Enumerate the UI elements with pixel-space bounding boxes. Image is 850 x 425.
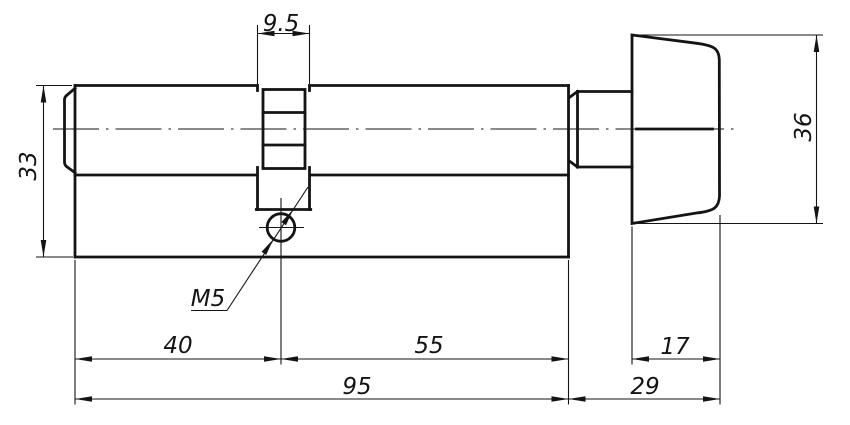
dim-label-55: 55 bbox=[414, 333, 443, 359]
dim-label-17: 17 bbox=[660, 334, 690, 360]
cam-follower bbox=[261, 88, 307, 170]
dim-label-29: 29 bbox=[630, 374, 659, 400]
extension-lines bbox=[36, 25, 823, 405]
dimension-labels: 9.5 33 36 40 55 17 95 29 M5 bbox=[16, 11, 817, 400]
cylinder-body-outline bbox=[63, 84, 570, 259]
dim-label-95: 95 bbox=[342, 374, 371, 400]
dim-label-cam-width: 9.5 bbox=[263, 11, 300, 37]
m5-leader bbox=[191, 186, 309, 312]
dim-label-knob-height: 36 bbox=[791, 112, 817, 141]
cam-slot bbox=[254, 84, 313, 211]
thread-callout-label: M5 bbox=[191, 286, 225, 312]
m5-hole bbox=[259, 198, 304, 365]
dim-label-body-height: 33 bbox=[16, 151, 42, 180]
knob-neck bbox=[567, 89, 634, 169]
dim-label-40: 40 bbox=[163, 333, 192, 359]
thumbturn-knob bbox=[630, 33, 721, 226]
dimension-lines bbox=[42, 32, 818, 400]
plug-face-chamfer bbox=[63, 86, 77, 175]
